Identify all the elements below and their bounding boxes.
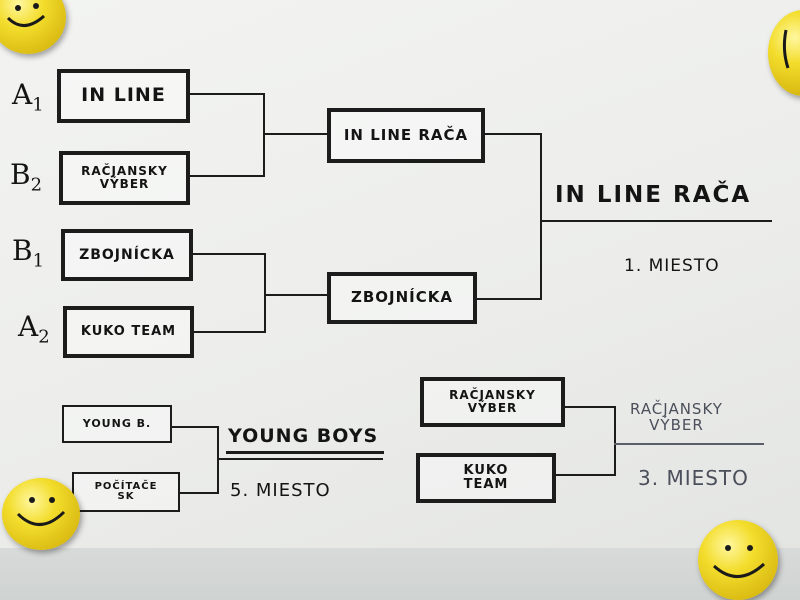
champion-place: 1. MIESTO — [624, 256, 720, 276]
seed-label-b2: B2 — [10, 158, 43, 196]
connector-line — [180, 492, 218, 494]
connector-line — [614, 443, 764, 445]
fifth-place-place: 5. MIESTO — [230, 480, 331, 501]
connector-line — [485, 133, 542, 135]
champion-name: IN LINE RAČA — [555, 182, 752, 208]
team-box-pocitace-sk: POČÍTAČE SK — [72, 472, 180, 512]
team-box-zbojnicka: ZBOJNÍCKA — [61, 229, 193, 281]
fifth-place-winner: YOUNG BOYS — [228, 425, 379, 447]
smiley-magnet-icon — [768, 10, 800, 96]
seed-label-a2: A2 — [18, 310, 50, 348]
semifinal-box-zbojnicka: ZBOJNÍCKA — [327, 272, 477, 324]
connector-line — [263, 133, 328, 135]
team-box-in-line: IN LINE — [57, 69, 190, 123]
team-box-kuko-team: KUKO TEAM — [63, 306, 194, 358]
connector-line — [194, 331, 265, 333]
smiley-magnet-icon — [698, 520, 778, 600]
connector-line — [556, 474, 615, 476]
connector-line — [190, 175, 264, 177]
connector-line — [217, 458, 383, 460]
seed-label-a1: A1 — [12, 78, 44, 116]
connector-line — [614, 406, 616, 476]
connector-line — [172, 426, 218, 428]
connector-line — [540, 133, 542, 300]
team-box-racjansky-vyber-3rd: RAČJANSKY VÝBER — [420, 377, 565, 427]
seed-label-b1: B1 — [12, 234, 45, 272]
semifinal-box-in-line-raca: IN LINE RAČA — [327, 108, 485, 163]
team-box-kuko-team-3rd: KUKO TEAM — [416, 453, 556, 503]
connector-line — [540, 220, 772, 222]
connector-line — [190, 93, 264, 95]
connector-line — [263, 93, 265, 177]
connector-line — [264, 253, 266, 333]
connector-line — [193, 253, 265, 255]
third-place-winner: RAČJANSKY VÝBER — [630, 400, 723, 434]
team-box-young-b: YOUNG B. — [62, 405, 172, 443]
connector-line — [264, 294, 328, 296]
smiley-magnet-icon — [0, 0, 66, 54]
connector-line — [217, 426, 219, 494]
smiley-magnet-icon — [2, 478, 80, 550]
winner-underline — [226, 451, 384, 454]
team-box-racjansky-vyber: RAČJANSKY VÝBER — [59, 151, 190, 205]
connector-line — [565, 406, 615, 408]
whiteboard-surface — [0, 548, 800, 600]
connector-line — [477, 298, 540, 300]
third-place-place: 3. MIESTO — [638, 466, 749, 490]
